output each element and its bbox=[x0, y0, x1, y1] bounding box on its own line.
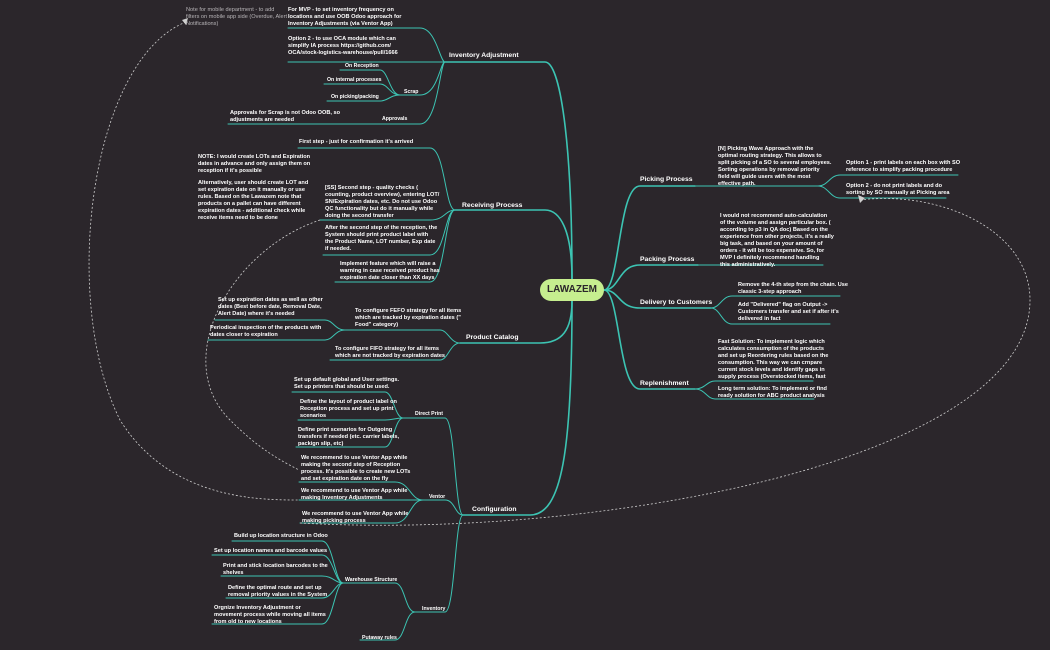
direct-print-outgoing[interactable]: Define print scenarios for Outgoing tran… bbox=[298, 427, 400, 447]
inventory-label[interactable]: Inventory bbox=[422, 606, 446, 612]
approvals-label[interactable]: Approvals bbox=[382, 116, 408, 122]
scrap-on-picking-packing[interactable]: On picking/packing bbox=[331, 94, 379, 100]
link-picking-to-ventor bbox=[299, 198, 1031, 526]
direct-print-settings[interactable]: Set up default global and User settings.… bbox=[294, 377, 400, 390]
inventory-adjustment-option2[interactable]: Option 2 - to use OCA module which can s… bbox=[288, 36, 398, 56]
receiving-first-step[interactable]: First step - just for confirmation it's … bbox=[299, 139, 414, 145]
central-topic[interactable]: LAWAZEM bbox=[540, 279, 604, 301]
connector-inventory-adjustment bbox=[444, 61, 573, 280]
connector-packing bbox=[603, 264, 699, 291]
receiving-after-second-step[interactable]: After the second step of the reception, … bbox=[325, 225, 438, 252]
delivery-add-flag[interactable]: Add "Delivered" flag on Output -> Custom… bbox=[738, 302, 839, 322]
link-receiving-to-configuration bbox=[205, 219, 321, 471]
scrap-on-internal-processes[interactable]: On internal processes bbox=[327, 77, 382, 83]
warehouse-structure-label[interactable]: Warehouse Structure bbox=[345, 577, 398, 583]
connector-configuration bbox=[462, 300, 573, 516]
scrap-on-reception[interactable]: On Reception bbox=[345, 63, 379, 69]
picking-option2[interactable]: Option 2 - do not print labels and do so… bbox=[846, 183, 950, 196]
connector-picking bbox=[603, 185, 696, 291]
delivery-remove-step[interactable]: Remove the 4-th step from the chain. Use… bbox=[738, 282, 849, 295]
approvals-text[interactable]: Approvals for Scrap is not Odoo OOB, so … bbox=[230, 110, 341, 123]
catalog-setup-dates[interactable]: Set up expiration dates as well as other… bbox=[218, 297, 323, 317]
scrap-label[interactable]: Scrap bbox=[404, 89, 419, 95]
warehouse-print-barcodes[interactable]: Print and stick location barcodes to the… bbox=[223, 563, 328, 576]
ventor-picking[interactable]: We recommend to use Ventor App while mak… bbox=[302, 511, 409, 524]
inventory-adjustment-mvp[interactable]: For MVP - to set inventory frequency on … bbox=[288, 7, 402, 27]
ventor-reception[interactable]: We recommend to use Ventor App while mak… bbox=[301, 455, 411, 482]
picking-option1[interactable]: Option 1 - print labels on each box with… bbox=[846, 160, 961, 173]
warehouse-build-locations[interactable]: Build up location structure in Odoo bbox=[234, 533, 328, 539]
packing-recommendation[interactable]: I would not recommend auto-calculation o… bbox=[720, 213, 834, 268]
mobile-department-note: Note for mobile department - to add filt… bbox=[186, 7, 288, 27]
branch-product-catalog[interactable]: Product Catalog bbox=[466, 334, 519, 341]
branch-picking-process[interactable]: Picking Process bbox=[640, 176, 693, 183]
catalog-fifo[interactable]: To configure FIFO strategy for all items… bbox=[335, 346, 446, 359]
warehouse-inventory-move[interactable]: Orgnize Inventory Adjustment or movement… bbox=[214, 605, 326, 625]
branch-configuration[interactable]: Configuration bbox=[472, 506, 517, 513]
catalog-fefo[interactable]: To configure FEFO strategy for all items… bbox=[355, 308, 462, 328]
direct-print-layout[interactable]: Define the layout of product label on Re… bbox=[300, 399, 397, 419]
direct-print-label[interactable]: Direct Print bbox=[415, 411, 443, 417]
replenishment-fast-solution[interactable]: Fast Solution: To implement logic which … bbox=[718, 339, 829, 380]
ventor-inventory-adjustments[interactable]: We recommend to use Ventor App while mak… bbox=[301, 488, 408, 501]
branch-replenishment[interactable]: Replenishment bbox=[640, 380, 689, 387]
connector-receiving bbox=[454, 209, 573, 280]
receiving-note-alternative[interactable]: Alternatively, user should create LOT an… bbox=[198, 180, 309, 221]
replenishment-long-term[interactable]: Long term solution: To implement or find… bbox=[718, 386, 827, 399]
catalog-periodical-inspection[interactable]: Periodical inspection of the products wi… bbox=[210, 325, 322, 338]
branch-delivery-to-customers[interactable]: Delivery to Customers bbox=[640, 299, 713, 306]
warehouse-optimal-route[interactable]: Define the optimal route and set up remo… bbox=[228, 585, 328, 598]
branch-packing-process[interactable]: Packing Process bbox=[640, 256, 695, 263]
putaway-rules[interactable]: Putaway rules bbox=[362, 635, 397, 641]
picking-wave-approach[interactable]: [N] Picking Wave Approach with the optim… bbox=[718, 146, 832, 187]
receiving-note-lots[interactable]: NOTE: I would create LOTs and Expiration… bbox=[198, 154, 311, 174]
receiving-second-step[interactable]: [SS] Second step - quality checks ( coun… bbox=[325, 185, 440, 219]
branch-inventory-adjustment[interactable]: Inventory Adjustment bbox=[449, 52, 519, 59]
connector-delivery bbox=[603, 289, 712, 309]
warehouse-location-names[interactable]: Set up location names and barcode values bbox=[214, 548, 328, 554]
connector-replenishment bbox=[603, 289, 696, 390]
link-note-to-ventor bbox=[88, 21, 300, 501]
receiving-warning-feature[interactable]: Implement feature which will raise a war… bbox=[340, 261, 440, 281]
branch-receiving-process[interactable]: Receiving Process bbox=[462, 202, 523, 209]
ventor-label[interactable]: Ventor bbox=[429, 494, 446, 500]
